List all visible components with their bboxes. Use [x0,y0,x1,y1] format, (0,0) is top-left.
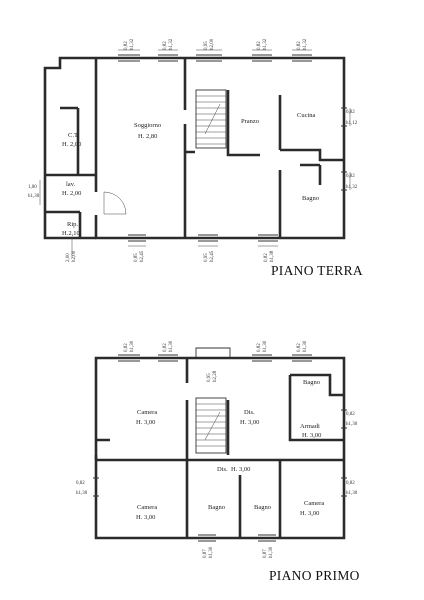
window-dim-label: h1,30 [263,340,268,352]
cucina-room-name: Cucina [297,112,316,119]
window-dim-label: 0,85 [134,253,139,262]
window-dim-label: h1,38 [270,250,275,262]
pranzo-room-name: Pranzo [241,118,259,125]
window-dim-label: h1,30 [346,491,358,496]
window-dim-label: h2,45 [140,250,145,262]
window-dim-label: h1,30 [130,340,135,352]
ground-floor-door-swing [103,191,127,215]
window-dim-label: 0,87 [203,549,208,558]
window-dim-label: h1,32 [263,38,268,50]
dis-upper-room-height: H. 3,00 [240,419,259,426]
camera3-room-height: H. 3,00 [300,510,319,517]
window-dim-label: h1,30 [28,194,40,199]
ground-floor-stair [195,89,227,149]
window-dim-label: 0,82 [76,481,85,486]
window-dim-label: 0,82 [346,481,355,486]
ground-floor-window-marks [118,54,347,242]
first-floor-stair [195,397,227,454]
lav-room-name: lav. [66,181,76,188]
window-dim-label: 0,82 [124,41,129,50]
window-dim-label: 0,82 [163,343,168,352]
window-dim-label: h2,00 [72,250,77,262]
window-dim-label: 1,00 [28,185,37,190]
soggiorno-room-height: H. 2,80 [138,133,157,140]
window-dim-label: 0,82 [297,41,302,50]
lav-room-height: H. 2,00 [62,190,81,197]
dis-room-height: H. 3,00 [231,466,250,473]
camera1-room-height: H. 3,00 [136,419,155,426]
window-dim-label: h1,32 [346,185,358,190]
bagno-b-room-name: Bagno [254,504,271,511]
window-dim-label: 0,82 [346,110,355,115]
window-dim-label: 0,95 [207,373,212,382]
ground-floor-interior-walls [183,58,344,238]
window-dim-label: 2,00 [66,253,71,262]
window-dim-label: 0,82 [257,343,262,352]
rip-room-height: H.2,10 [62,230,80,237]
bagno-top-room-name: Bagno [303,379,320,386]
window-dim-label: h1,32 [130,38,135,50]
window-dim-label: 0,82 [163,41,168,50]
camera2-room-height: H. 3,00 [136,514,155,521]
armadi-room-height: H. 3,00 [302,432,321,439]
window-dim-label: h1,30 [303,340,308,352]
soggiorno-room-name: Soggiorno [134,122,161,129]
window-dim-label: 0,95 [204,41,209,50]
camera3-room-name: Camera [304,500,324,507]
window-dim-label: h1,30 [269,546,274,558]
window-dim-label: h1,30 [346,422,358,427]
ground-floor-title: PIANO TERRA [271,263,363,278]
bagno-room-name: Bagno [302,195,319,202]
window-dim-label: 0,82 [346,412,355,417]
window-dim-label: 0,82 [297,343,302,352]
window-dim-label: 0,87 [263,549,268,558]
window-dim-label: 0,82 [264,253,269,262]
first-floor-plan: Camera H. 3,00 Dis. H. 3,00 Bagno Armadi… [76,340,360,583]
window-dim-label: h1,32 [169,38,174,50]
ground-floor-outer-wall [94,56,346,240]
first-floor-interior-walls [94,358,344,538]
window-dim-label: h1,12 [346,121,358,126]
ground-floor-plan: C.T. H. 2,00 lav. H. 2,00 Rip. H.2,10 So… [28,38,363,278]
window-dim-label: 0,82 [346,174,355,179]
first-floor-title: PIANO PRIMO [269,568,360,583]
window-dim-label: h1,32 [303,38,308,50]
ground-floor-annex-wall [43,56,96,240]
ground-floor-dim-lines [39,49,351,258]
first-floor-window-marks [93,354,347,542]
first-floor-balcony [195,347,231,358]
armadi-room-name: Armadi [300,423,320,430]
camera2-room-name: Camera [137,504,157,511]
window-dim-label: h2,28 [213,370,218,382]
rip-room-name: Rip. [67,221,78,228]
window-dim-label: h2,45 [210,250,215,262]
window-dim-label: 0,82 [124,343,129,352]
window-dim-label: h2,00 [210,38,215,50]
window-dim-label: h1,30 [209,546,214,558]
ct-room-name: C.T. [68,132,79,139]
ct-room-height: H. 2,00 [62,141,81,148]
camera1-room-name: Camera [137,409,157,416]
first-floor-stair-treads [196,403,226,447]
dis-upper-room-name: Dis. [244,409,255,416]
window-dim-label: 0,95 [204,253,209,262]
bagno-a-room-name: Bagno [208,504,225,511]
window-dim-label: 0,82 [257,41,262,50]
ground-floor-stair-treads [196,95,226,145]
dis-room-name: Dis. [217,466,228,473]
window-dim-label: h1,30 [76,491,88,496]
window-dim-label: h1,30 [169,340,174,352]
